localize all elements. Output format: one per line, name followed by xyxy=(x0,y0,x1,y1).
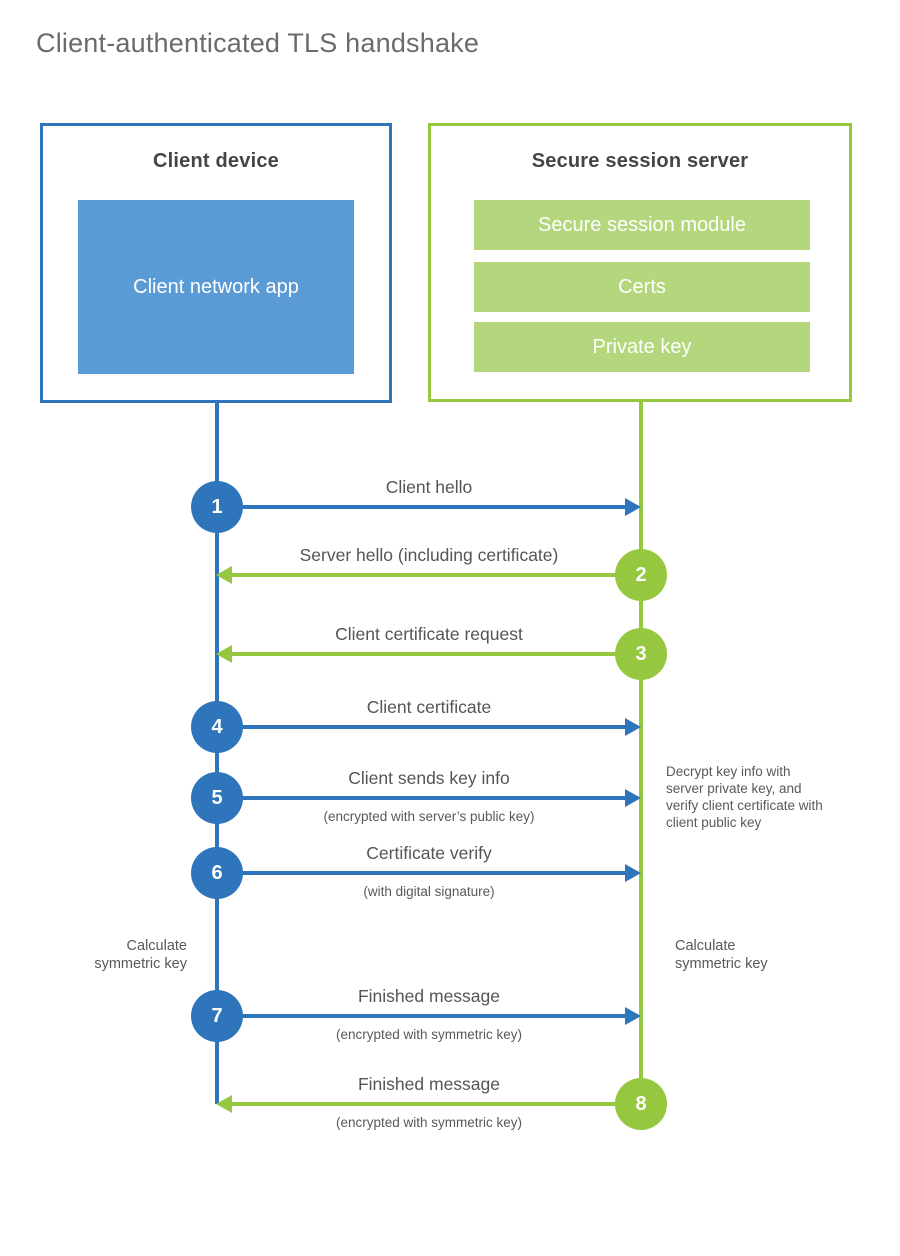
secure-session-server-box: Secure session server Secure session mod… xyxy=(428,123,852,402)
message-sublabel: (with digital signature) xyxy=(363,884,495,899)
arrow-line xyxy=(217,725,627,729)
secure-session-module-bar: Secure session module xyxy=(474,200,810,250)
arrow-right-icon xyxy=(625,498,641,516)
message-label: Finished message xyxy=(357,1074,501,1094)
client-device-box: Client device Client network app xyxy=(40,123,392,403)
note-calculate-symmetric-key-server: Calculate symmetric key xyxy=(675,938,768,972)
arrow-line xyxy=(229,1102,641,1106)
message-label: Certificate verify xyxy=(366,843,492,863)
message-label: Client hello xyxy=(385,477,473,497)
step-circle: 4 xyxy=(191,701,243,753)
arrow-line xyxy=(217,796,627,800)
arrow-left-icon xyxy=(216,566,232,584)
client-network-app-box: Client network app xyxy=(78,200,354,374)
arrow-right-icon xyxy=(625,718,641,736)
arrow-right-icon xyxy=(625,864,641,882)
server-lifeline xyxy=(639,402,643,1104)
step-circle: 7 xyxy=(191,990,243,1042)
message-label: Client sends key info xyxy=(348,768,510,788)
server-title: Secure session server xyxy=(531,150,749,172)
note-calculate-symmetric-key-client: Calculate symmetric key xyxy=(94,938,187,972)
arrow-left-icon xyxy=(216,1095,232,1113)
arrow-line xyxy=(229,652,641,656)
client-lifeline xyxy=(215,403,219,1104)
certs-bar: Certs xyxy=(474,262,810,312)
client-device-title: Client device xyxy=(153,150,279,172)
step-circle: 6 xyxy=(191,847,243,899)
arrow-line xyxy=(217,1014,627,1018)
arrow-line xyxy=(217,871,627,875)
page-title: Client-authenticated TLS handshake xyxy=(36,28,480,58)
step-circle: 5 xyxy=(191,772,243,824)
step-circle: 3 xyxy=(615,628,667,680)
step-circle: 2 xyxy=(615,549,667,601)
message-sublabel: (encrypted with symmetric key) xyxy=(335,1115,523,1130)
message-sublabel: (encrypted with server’s public key) xyxy=(323,809,535,824)
arrow-right-icon xyxy=(625,789,641,807)
private-key-bar: Private key xyxy=(474,322,810,372)
arrow-line xyxy=(229,573,641,577)
message-label: Finished message xyxy=(357,986,501,1006)
step-circle: 8 xyxy=(615,1078,667,1130)
arrow-left-icon xyxy=(216,645,232,663)
step-circle: 1 xyxy=(191,481,243,533)
message-label: Client certificate request xyxy=(335,624,523,644)
message-sublabel: (encrypted with symmetric key) xyxy=(335,1027,523,1042)
note-decrypt-key-info: Decrypt key info with server private key… xyxy=(666,764,823,830)
arrow-right-icon xyxy=(625,1007,641,1025)
message-label: Client certificate xyxy=(366,697,492,717)
message-label: Server hello (including certificate) xyxy=(299,545,559,565)
arrow-line xyxy=(217,505,627,509)
